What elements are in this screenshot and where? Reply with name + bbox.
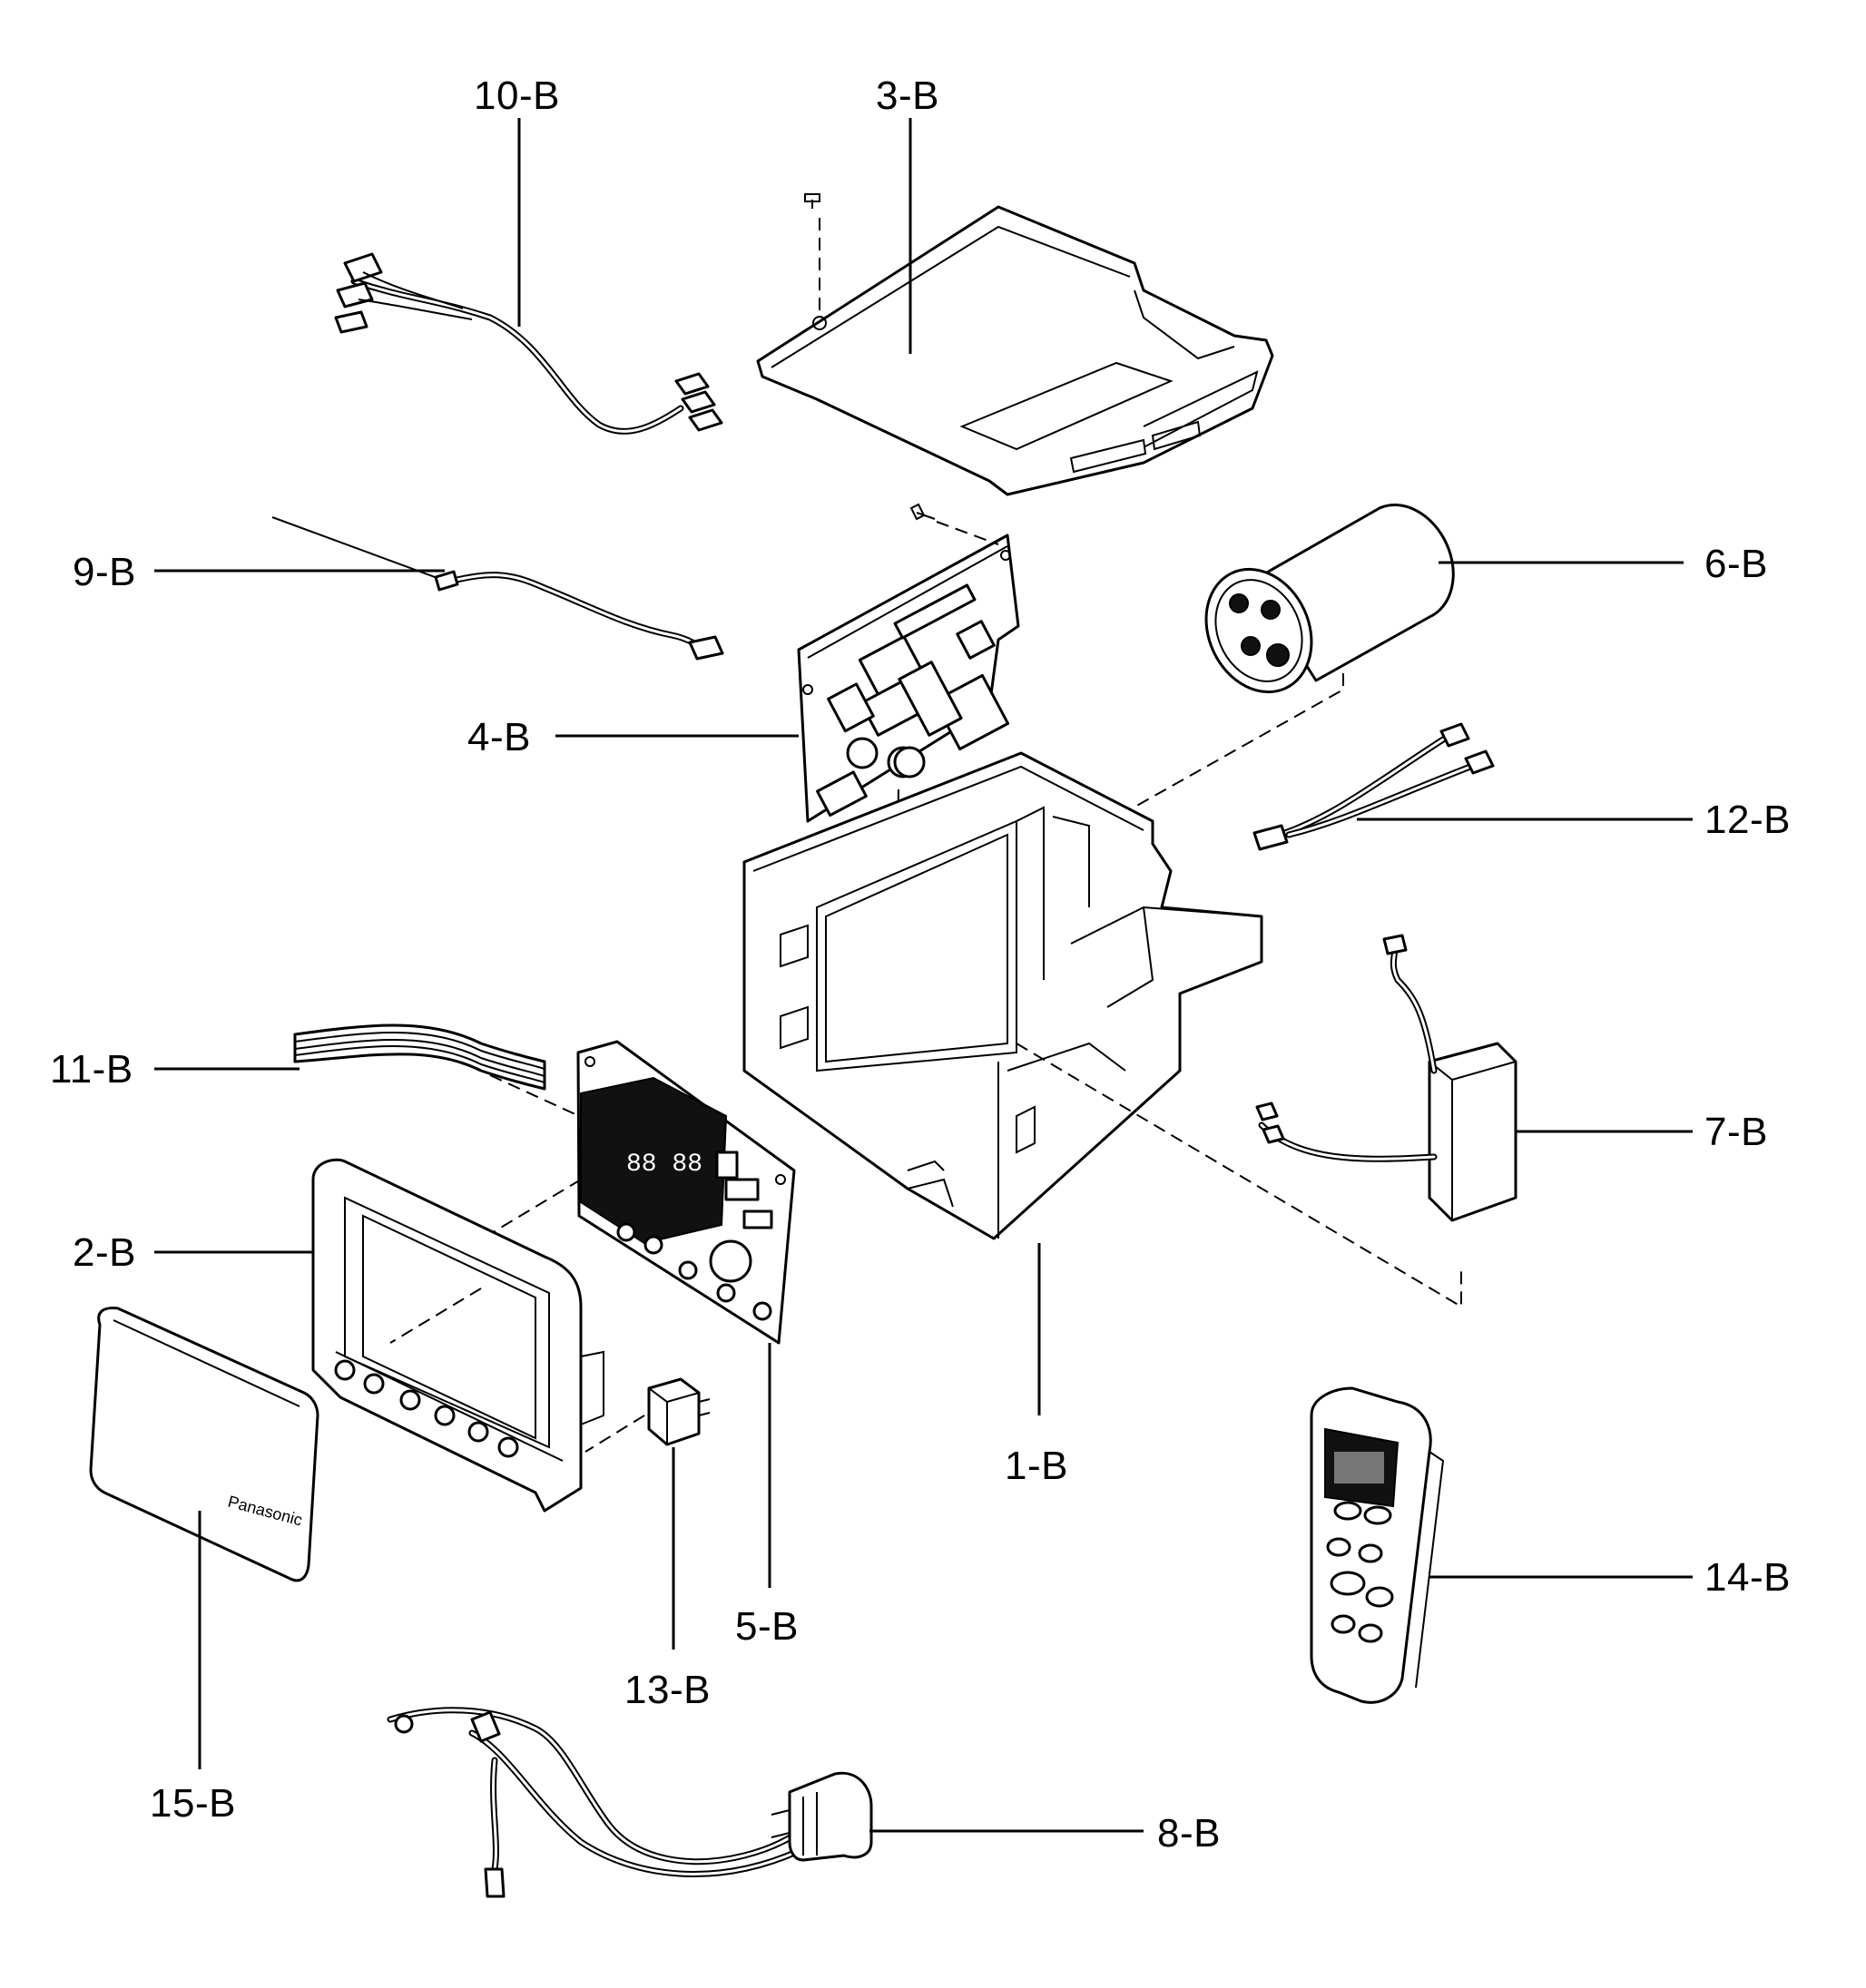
part-14b-remote-control bbox=[1310, 1386, 1445, 1704]
part-4b-main-pcb bbox=[797, 503, 1020, 1053]
part-1b-base-chassis bbox=[742, 751, 1462, 1308]
part-7b-reactor-box bbox=[1255, 934, 1517, 1222]
label-12b: 12-B bbox=[1704, 798, 1791, 842]
part-2b-front-frame bbox=[311, 1158, 604, 1513]
part-12b-capacitor-wire bbox=[1252, 722, 1495, 851]
part-labels: 10-B 3-B 9-B 6-B 4-B 12-B 11-B 7-B 2-B 1… bbox=[50, 73, 1791, 1856]
label-3b: 3-B bbox=[876, 73, 939, 118]
svg-text:88 88: 88 88 bbox=[626, 1151, 702, 1179]
label-9b: 9-B bbox=[73, 550, 136, 594]
part-10b-wire-harness bbox=[334, 252, 723, 435]
part-9b-sensor-wire bbox=[271, 516, 724, 661]
part-15b-front-cover: Panasonic bbox=[89, 1307, 319, 1582]
label-10b: 10-B bbox=[474, 73, 560, 118]
part-6b-capacitor bbox=[1125, 503, 1455, 813]
label-7b: 7-B bbox=[1704, 1110, 1768, 1154]
label-6b: 6-B bbox=[1704, 542, 1768, 586]
label-14b: 14-B bbox=[1704, 1555, 1791, 1600]
label-13b: 13-B bbox=[624, 1668, 711, 1712]
part-3b-top-cover bbox=[756, 193, 1274, 496]
label-1b: 1-B bbox=[1005, 1444, 1068, 1488]
part-8b-power-cord bbox=[387, 1707, 873, 1898]
label-2b: 2-B bbox=[73, 1230, 136, 1275]
label-8b: 8-B bbox=[1157, 1811, 1221, 1856]
part-13b-switch bbox=[584, 1377, 711, 1453]
part-5b-display-pcb: 88 88 bbox=[489, 1040, 796, 1345]
label-5b: 5-B bbox=[735, 1604, 799, 1649]
label-4b: 4-B bbox=[467, 715, 531, 759]
leader-lines bbox=[154, 118, 1693, 1833]
part-11b-ribbon-cable bbox=[293, 1023, 600, 1126]
label-11b: 11-B bbox=[50, 1047, 133, 1092]
label-15b: 15-B bbox=[150, 1781, 236, 1826]
